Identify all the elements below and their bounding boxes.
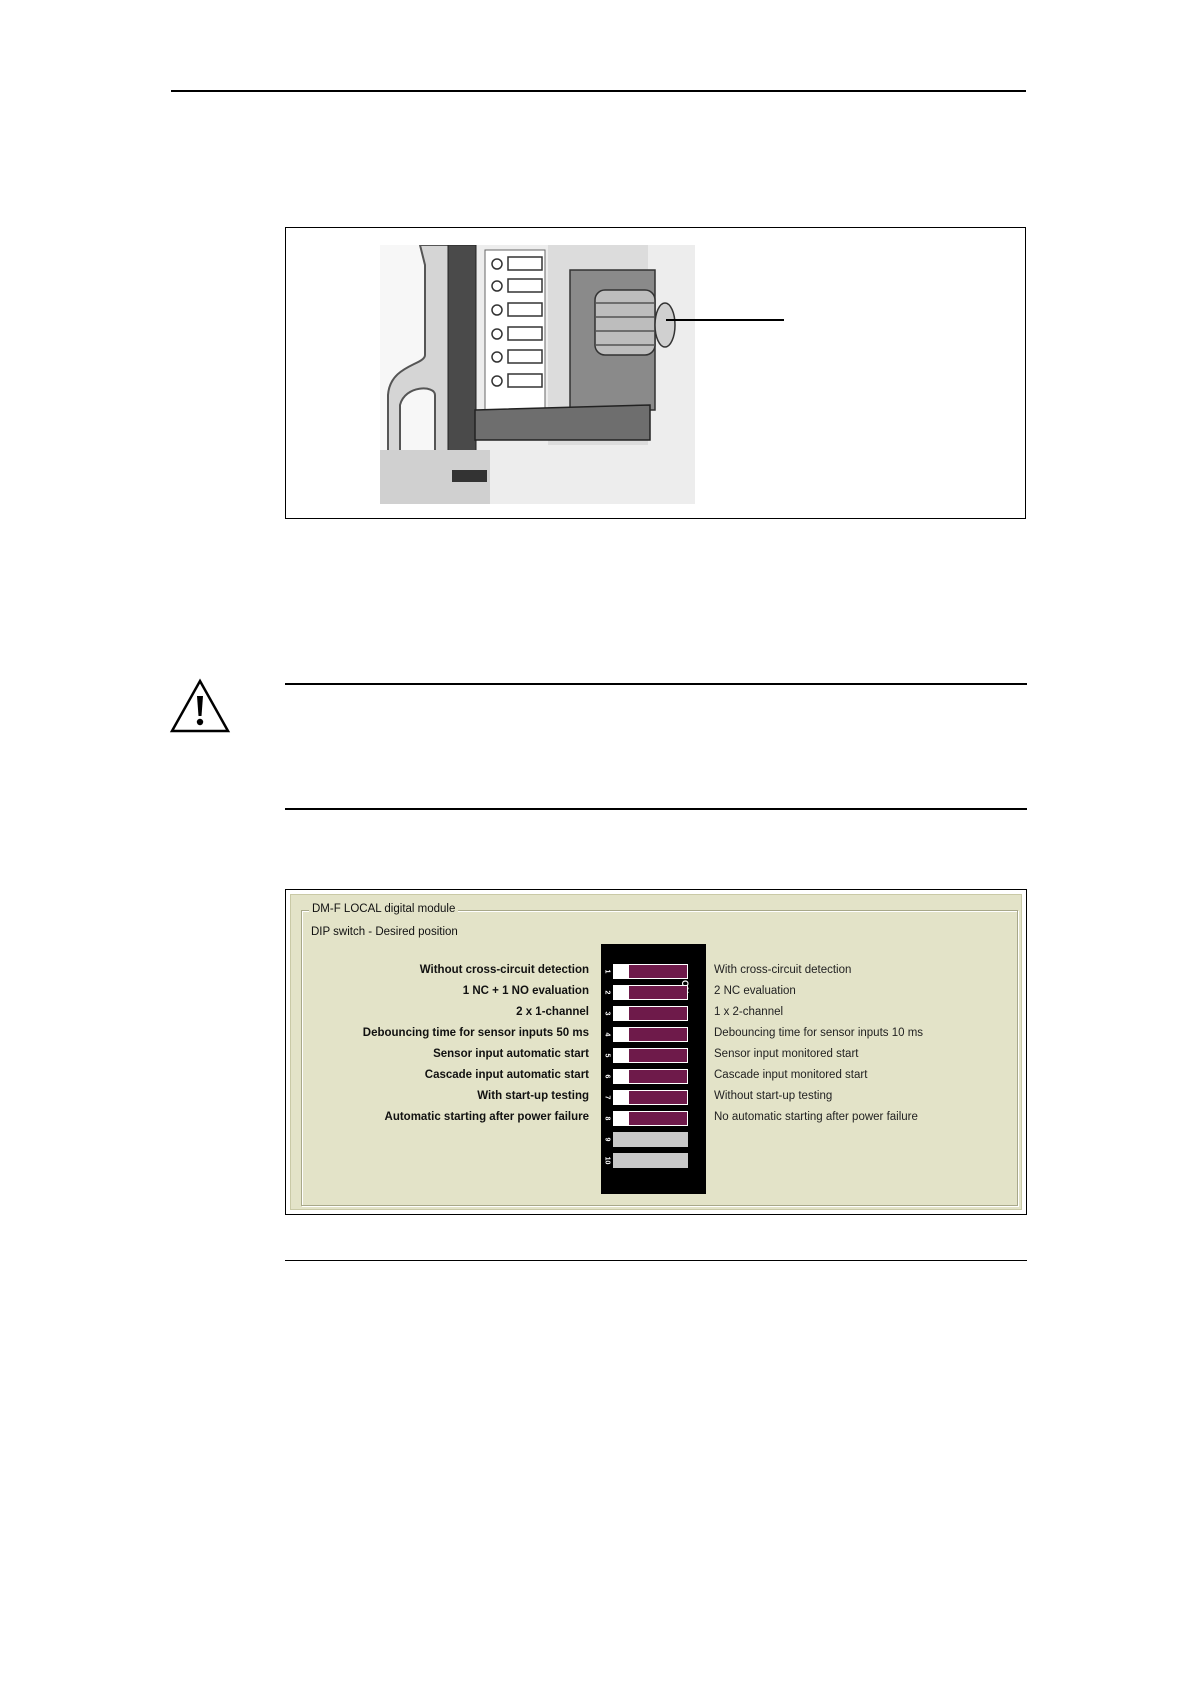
switch-on-label: Debouncing time for sensor inputs 10 ms [714,1027,924,1039]
switch-off-label: With start-up testing [477,1090,589,1102]
switch-number-9: 9 [603,1137,611,1142]
switch-off-label: Automatic starting after power failure [384,1111,589,1123]
switch-lever [629,1049,687,1062]
module-photo-figure [285,227,1026,519]
dip-switch-8[interactable] [613,1111,688,1126]
switch-lever [629,1007,687,1020]
switch-off-label: Cascade input automatic start [424,1069,589,1081]
switch-on-label: Sensor input monitored start [714,1048,859,1060]
switch-number-4: 4 [603,1032,611,1037]
switch-lever [629,1070,687,1083]
switch-off-label: 1 NC + 1 NO evaluation [462,985,589,997]
dip-switch-7[interactable] [613,1090,688,1105]
group-title: DM-F LOCAL digital module [309,903,459,915]
switch-off-label: Sensor input automatic start [433,1048,589,1060]
switch-number-3: 3 [603,1011,611,1016]
switch-number-5: 5 [603,1053,611,1058]
dip-subtitle: DIP switch - Desired position [311,926,458,938]
dip-switch-6[interactable] [613,1069,688,1084]
dip-panel: DM-F LOCAL digital module DIP switch - D… [290,894,1022,1210]
dip-switch-4[interactable] [613,1027,688,1042]
switch-lever [629,965,687,978]
switch-on-label: With cross-circuit detection [714,964,852,976]
switch-lever [629,1028,687,1041]
switch-number-2: 2 [603,990,611,995]
switch-number-7: 7 [603,1095,611,1100]
dip-switch-2[interactable] [613,985,688,1000]
switch-number-1: 1 [603,969,611,974]
bottom-rule [285,1260,1027,1261]
switch-lever [629,1091,687,1104]
dip-switch-5[interactable] [613,1048,688,1063]
switch-off-label: 2 x 1-channel [516,1006,589,1018]
switch-off-label: Without cross-circuit detection [419,964,589,976]
switch-number-8: 8 [603,1116,611,1121]
warning-triangle-icon [169,678,231,733]
switch-number-6: 6 [603,1074,611,1079]
switch-on-label: 1 x 2-channel [714,1006,784,1018]
callout-line [666,319,784,321]
dip-groupbox [301,910,1018,1206]
warning-rule-bottom [285,808,1027,810]
switch-on-label: Without start-up testing [714,1090,833,1102]
switch-off-label: Debouncing time for sensor inputs 50 ms [362,1027,589,1039]
dip-switch-10[interactable] [613,1153,688,1168]
dip-switch-3[interactable] [613,1006,688,1021]
switch-on-label: No automatic starting after power failur… [714,1111,918,1123]
warning-rule-top [285,683,1027,685]
dip-switch-1[interactable] [613,964,688,979]
switch-on-label: 2 NC evaluation [714,985,796,997]
dip-switch-figure: DM-F LOCAL digital module DIP switch - D… [285,889,1027,1215]
dip-switch-9[interactable] [613,1132,688,1147]
switch-number-10: 10 [603,1156,611,1165]
module-dip-switch-photo [380,245,695,504]
switch-lever [629,986,687,999]
switch-lever [629,1112,687,1125]
switch-on-label: Cascade input monitored start [714,1069,868,1081]
top-rule [171,90,1026,92]
